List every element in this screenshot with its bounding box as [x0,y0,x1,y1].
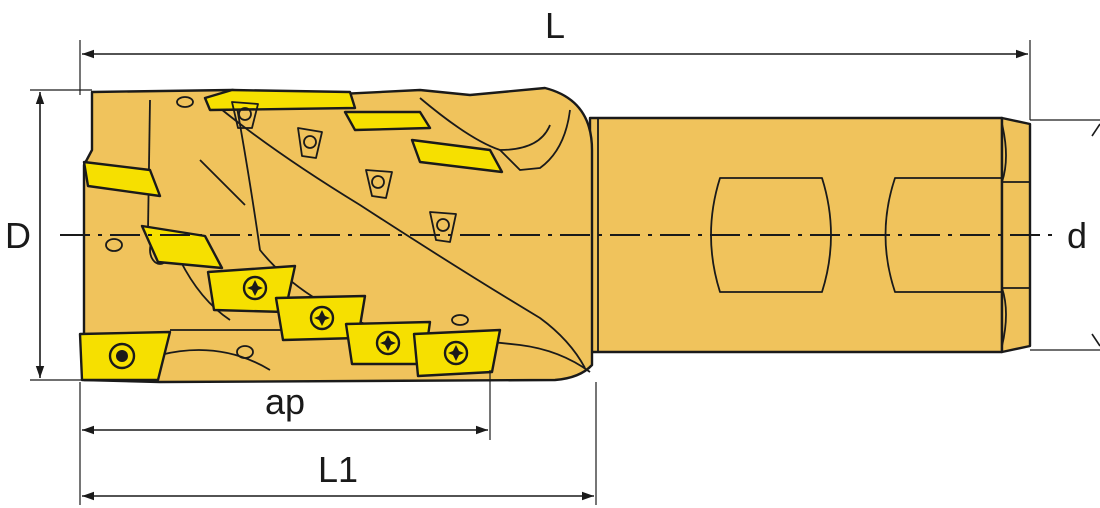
dimension-d: d [1030,119,1100,351]
dimension-label-D: D [5,215,31,256]
clamping-flat-right [884,177,1003,293]
insert-bottom-5 [412,328,502,378]
insert-bottom-4 [344,320,432,366]
insert-center [140,224,224,270]
dimension-ap: ap [79,370,491,445]
screw-pocket-1 [231,101,259,129]
screw-pocket-3 [365,169,393,199]
insert-top-2 [343,110,432,132]
insert-bottom-2 [206,264,297,314]
insert-top-1 [203,88,357,112]
dimension-label-ap: ap [265,381,305,422]
clamping-flat-left [710,177,832,293]
screw-pocket-4 [429,211,457,243]
dimension-label-L: L [545,5,565,46]
insert-left [82,160,162,198]
dimension-label-d: d [1067,215,1087,256]
dimension-label-L1: L1 [318,449,358,490]
dimension-L1: L1 [79,382,597,505]
insert-top-3 [410,138,504,174]
dimension-L: L [79,5,1031,120]
insert-bottom-1 [78,330,172,382]
dimension-D: D [5,89,92,381]
screw-pocket-2 [297,127,323,159]
